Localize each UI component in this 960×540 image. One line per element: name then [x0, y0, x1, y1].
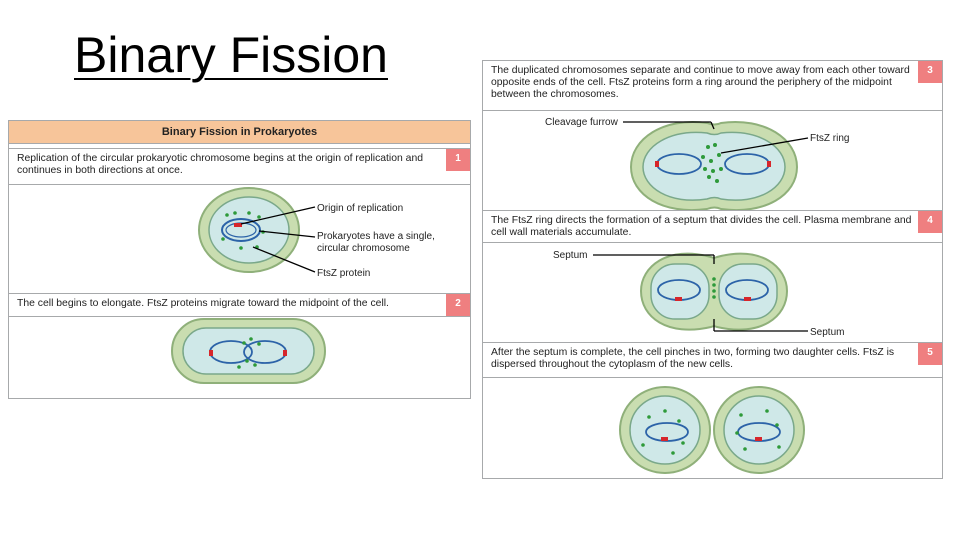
label-single-chromosome-2: circular chromosome: [317, 243, 410, 254]
cell-step-4: [639, 252, 789, 331]
step-2-text: The cell begins to elongate. FtsZ protei…: [17, 298, 389, 309]
step-2-number: 2: [446, 294, 470, 316]
step-5-text-box: After the septum is complete, the cell p…: [483, 342, 942, 378]
step-1-number: 1: [446, 149, 470, 171]
step-3-text-box: The duplicated chromosomes separate and …: [483, 61, 942, 111]
daughter-cell-left: [619, 386, 711, 474]
step-1-text: Replication of the circular prokaryotic …: [17, 153, 424, 177]
slide-title: Binary Fission: [74, 27, 388, 83]
step-1-text-box: Replication of the circular prokaryotic …: [9, 148, 470, 185]
cell-step-2: [171, 318, 326, 384]
step-4-text-box: The FtsZ ring directs the formation of a…: [483, 210, 942, 243]
daughter-cell-right: [713, 386, 805, 474]
step-4-text: The FtsZ ring directs the formation of a…: [491, 215, 912, 239]
label-septum-top: Septum: [553, 250, 587, 261]
label-origin-of-replication: Origin of replication: [317, 203, 403, 214]
step-5-text: After the septum is complete, the cell p…: [491, 347, 895, 371]
step-2-text-box: The cell begins to elongate. FtsZ protei…: [9, 293, 470, 317]
origin-marker: [234, 223, 242, 227]
label-septum-bottom: Septum: [810, 327, 844, 338]
steps-3-5-diagram: Cleavage furrow FtsZ ring Septum Septum: [545, 117, 849, 474]
label-ftsz-protein: FtsZ protein: [317, 268, 370, 279]
cell-step-3: [629, 121, 799, 212]
label-cleavage-furrow: Cleavage furrow: [545, 117, 619, 128]
figure-panel-right: The duplicated chromosomes separate and …: [482, 60, 943, 479]
step-1-diagram: Origin of replication Prokaryotes have a…: [171, 187, 435, 384]
step-3-number: 3: [918, 61, 942, 83]
cell-step-1: [198, 187, 300, 273]
step-4-number: 4: [918, 211, 942, 233]
step-3-text: The duplicated chromosomes separate and …: [491, 65, 910, 101]
label-single-chromosome-1: Prokaryotes have a single,: [317, 231, 435, 242]
label-ftsz-ring: FtsZ ring: [810, 133, 849, 144]
figure-panel-left: Binary Fission in Prokaryotes Replicatio…: [8, 120, 471, 399]
step-5-number: 5: [918, 343, 942, 365]
figure-header: Binary Fission in Prokaryotes: [9, 121, 470, 144]
